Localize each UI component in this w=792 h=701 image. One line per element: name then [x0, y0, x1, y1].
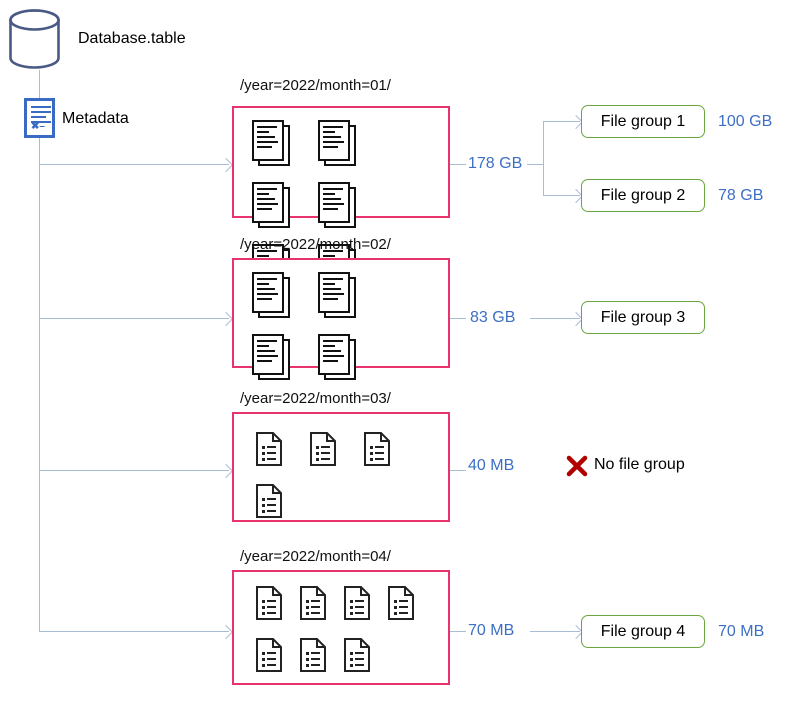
file-group-box-2[interactable]: File group 2: [581, 179, 705, 212]
small-file-icon: [300, 638, 326, 672]
connector-stub-split-01: [527, 164, 543, 165]
size-label-month-01: 178 GB: [468, 155, 523, 172]
arrow-month-01: [218, 157, 234, 173]
small-file-icon: [344, 638, 370, 672]
arrow-month-03: [218, 463, 234, 479]
stacked-document-icon: [318, 334, 360, 384]
partition-icons-month-01: [234, 108, 448, 290]
connector-stub-month-04: [450, 631, 466, 632]
small-file-icon: [256, 586, 282, 620]
file-group-size-4: 70 MB: [718, 623, 765, 640]
connector-to-file-group-4: [530, 631, 580, 632]
arrow-month-04: [218, 624, 234, 640]
size-label-month-03: 40 MB: [468, 457, 515, 474]
stacked-document-icon: [252, 182, 294, 232]
small-file-icon: [310, 432, 336, 466]
metadata-document-icon: ✖–: [24, 98, 55, 138]
database-label: Database.table: [78, 30, 186, 47]
size-label-month-04: 70 MB: [468, 622, 515, 639]
connector-branch-month-03: [39, 470, 229, 471]
file-group-box-4[interactable]: File group 4: [581, 615, 705, 648]
small-file-icon: [388, 586, 414, 620]
partition-title-month-02: /year=2022/month=02/: [240, 236, 391, 253]
connector-stub-month-03: [450, 470, 466, 471]
partition-icons-month-02: [234, 260, 448, 380]
stacked-document-icon: [252, 120, 294, 170]
connector-to-file-group-2: [543, 195, 580, 196]
connector-database-to-metadata: [39, 70, 40, 98]
no-file-group-label: No file group: [594, 456, 685, 473]
red-x-icon: [566, 455, 588, 477]
connector-split-vertical-01: [543, 121, 544, 196]
connector-stub-month-02: [450, 318, 466, 319]
size-label-month-02: 83 GB: [470, 309, 516, 326]
partition-box-month-02: [232, 258, 450, 380]
connector-to-file-group-1: [543, 121, 580, 122]
partition-title-month-04: /year=2022/month=04/: [240, 548, 391, 565]
small-file-icon: [256, 484, 282, 518]
file-group-size-2: 78 GB: [718, 187, 764, 204]
partition-box-month-03: [232, 412, 450, 522]
connector-metadata-trunk: [39, 138, 40, 631]
partition-title-month-01: /year=2022/month=01/: [240, 77, 391, 94]
stacked-document-icon: [252, 272, 294, 322]
partition-icons-month-04: [234, 572, 448, 683]
small-file-icon: [256, 638, 282, 672]
stacked-document-icon: [252, 334, 294, 384]
small-file-icon: [364, 432, 390, 466]
file-group-box-3[interactable]: File group 3: [581, 301, 705, 334]
stacked-document-icon: [318, 272, 360, 322]
file-group-size-1: 100 GB: [718, 113, 773, 130]
metadata-label: Metadata: [62, 110, 129, 127]
small-file-icon: [344, 586, 370, 620]
stacked-document-icon: [318, 182, 360, 232]
connector-stub-month-01: [450, 164, 466, 165]
partition-box-month-04: [232, 570, 450, 685]
small-file-icon: [256, 432, 282, 466]
connector-branch-month-04: [39, 631, 229, 632]
file-group-box-1[interactable]: File group 1: [581, 105, 705, 138]
partition-box-month-01: [232, 106, 450, 290]
small-file-icon: [300, 586, 326, 620]
connector-to-file-group-3: [530, 318, 580, 319]
connector-branch-month-02: [39, 318, 229, 319]
partition-title-month-03: /year=2022/month=03/: [240, 390, 391, 407]
partition-icons-month-03: [234, 414, 448, 520]
database-cylinder-icon: [7, 8, 62, 70]
arrow-month-02: [218, 311, 234, 327]
stacked-document-icon: [318, 120, 360, 170]
connector-branch-month-01: [39, 164, 229, 165]
